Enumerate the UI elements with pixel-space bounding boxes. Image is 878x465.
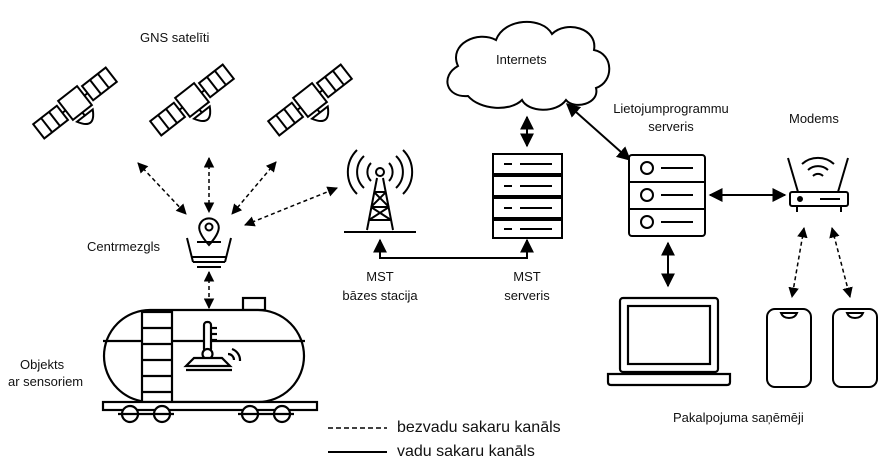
smartphone-icon (766, 308, 812, 388)
wired-link (565, 103, 632, 161)
label-modem: Modems (789, 111, 839, 126)
label-object-with-sensors: Objekts ar sensoriem (8, 357, 83, 389)
wireless-link (244, 186, 338, 227)
label-application-server-line2: serveris (648, 119, 694, 134)
laptop-icon (606, 296, 732, 387)
label-mst-base-station: MST bāzes stacija (330, 269, 430, 303)
tank-wagon-icon (101, 296, 319, 424)
label-gns-satellites: GNS satelīti (140, 30, 210, 45)
label-mst-base-station-line2: bāzes stacija (342, 288, 418, 303)
legend-wireless-label: bezvadu sakaru kanāls (397, 419, 561, 436)
modem-icon (787, 156, 849, 212)
label-mst-server: MST serveris (490, 269, 564, 303)
satellite-icon (148, 63, 236, 137)
smartphone-icon (832, 308, 878, 388)
label-internet: Internets (496, 52, 547, 67)
label-mst-server-line2: serveris (504, 288, 550, 303)
legend-wired-label: vadu sakaru kanāls (397, 443, 535, 460)
label-mst-base-station-line1: MST (366, 269, 394, 284)
cloud-icon (446, 21, 611, 111)
cell-tower-icon (344, 149, 416, 233)
hub-icon (186, 217, 232, 268)
wireless-link (137, 162, 187, 215)
wireless-link (788, 226, 808, 299)
label-application-server: Lietojumprogrammu serveris (600, 101, 742, 134)
label-application-server-line1: Lietojumprogrammu (613, 101, 729, 116)
wireless-link (829, 226, 853, 299)
wired-link (373, 238, 534, 259)
label-mst-server-line1: MST (513, 269, 541, 284)
label-object-line2: ar sensoriem (8, 374, 84, 389)
mst-server-icon (492, 153, 563, 239)
label-object-line1: Objekts (20, 357, 65, 372)
application-server-icon (628, 154, 706, 237)
label-hub: Centrmezgls (87, 239, 160, 254)
satellite-icon (266, 63, 354, 137)
label-service-receivers: Pakalpojuma saņēmēji (673, 410, 804, 425)
satellite-icon (31, 66, 119, 140)
wireless-link (231, 161, 277, 215)
